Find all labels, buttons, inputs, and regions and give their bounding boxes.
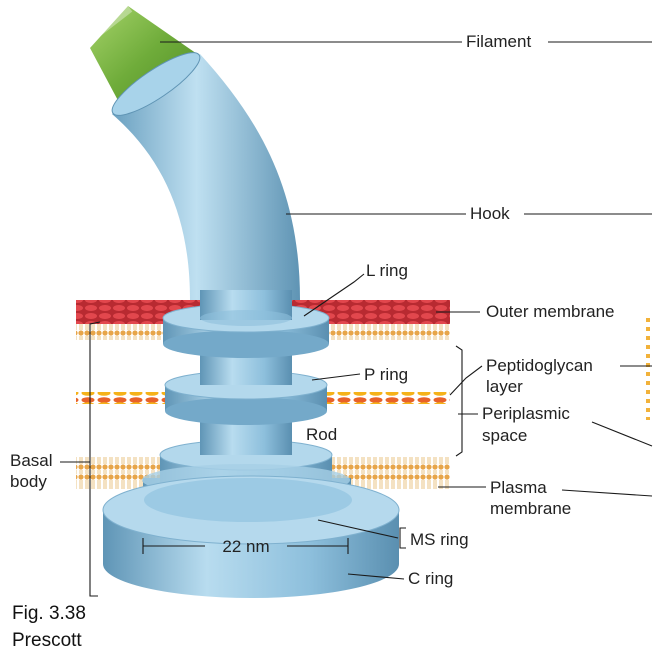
filament <box>79 0 200 108</box>
ms-ring-label: MS ring <box>410 530 469 549</box>
hook-label: Hook <box>470 204 510 223</box>
basal-body-label-line1: Basal <box>10 451 53 470</box>
p-ring-label: P ring <box>364 365 408 384</box>
peptidoglycan-label-line1: Peptidoglycan <box>486 356 593 375</box>
periplasmic-label-line2: space <box>482 426 527 445</box>
peptidoglycan-label-line2: layer <box>486 377 523 396</box>
plasma-membrane-label-line2: membrane <box>490 499 571 518</box>
outer-membrane-label: Outer membrane <box>486 302 615 321</box>
c-ring-label: C ring <box>408 569 453 588</box>
hook <box>111 52 300 300</box>
l-ring-label: L ring <box>366 261 408 280</box>
scale-bar: 22 nm <box>142 537 349 556</box>
scale-label: 22 nm <box>222 537 269 556</box>
leader-lines <box>60 41 653 597</box>
p-ring <box>164 362 328 425</box>
filament-label: Filament <box>466 32 531 51</box>
l-ring <box>162 294 330 358</box>
basal-body-label-line2: body <box>10 472 47 491</box>
figure-caption: Fig. 3.38 Prescott <box>12 600 86 654</box>
caption-figure-number: Fig. 3.38 <box>12 603 86 624</box>
rod-label: Rod <box>306 425 337 444</box>
caption-source: Prescott <box>12 630 82 651</box>
periplasmic-label-line1: Periplasmic <box>482 404 570 423</box>
c-ring <box>102 475 400 598</box>
plasma-membrane-label-line1: Plasma <box>490 478 547 497</box>
